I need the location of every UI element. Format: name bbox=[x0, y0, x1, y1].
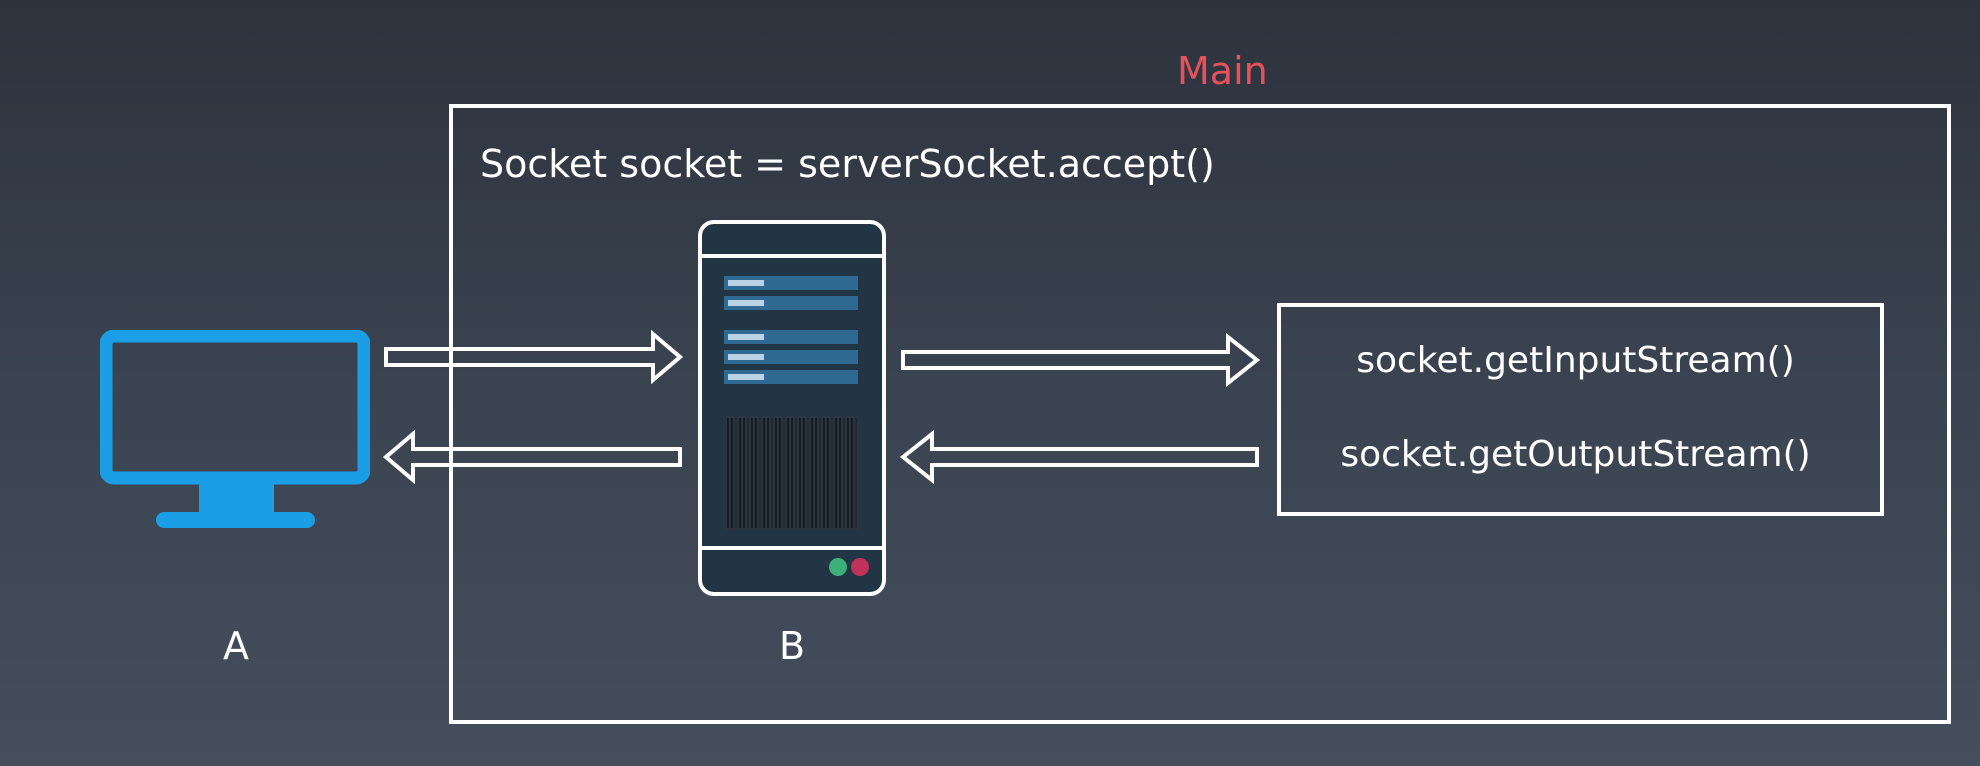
arrow-server-to-client bbox=[383, 430, 682, 484]
client-label: A bbox=[223, 624, 249, 668]
input-stream-label: socket.getInputStream() bbox=[1356, 340, 1795, 381]
server-label: B bbox=[778, 624, 806, 668]
arrow-streams-to-server bbox=[900, 430, 1259, 484]
arrow-server-to-streams bbox=[901, 333, 1260, 387]
server-icon bbox=[698, 220, 886, 596]
streams-box bbox=[1277, 303, 1884, 516]
main-title: Main bbox=[1177, 49, 1268, 93]
output-stream-label: socket.getOutputStream() bbox=[1340, 434, 1811, 475]
monitor-icon bbox=[100, 330, 370, 528]
main-container bbox=[449, 104, 1951, 724]
accept-code-label: Socket socket = serverSocket.accept() bbox=[480, 142, 1215, 186]
arrow-client-to-server bbox=[384, 330, 683, 384]
